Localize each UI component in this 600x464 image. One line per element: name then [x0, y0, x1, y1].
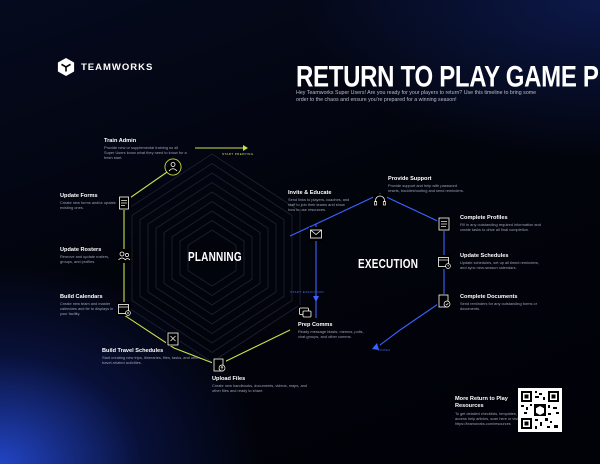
step-desc: Provide new or supplemental training so …	[104, 145, 187, 161]
start-execution-label: START EXECUTION	[290, 290, 324, 294]
roster-icon	[117, 249, 131, 263]
finish-arrow	[372, 343, 379, 350]
step-desc: Send links to players, coaches, and staf…	[288, 197, 350, 213]
step-desc: Remove and update rosters, groups, and p…	[60, 254, 110, 265]
step-complete-profiles: Complete Profiles Fill in any outstandin…	[460, 215, 546, 232]
ring	[187, 229, 237, 287]
step-title: Complete Profiles	[460, 215, 508, 221]
qr-code[interactable]	[518, 388, 562, 432]
more-desc: To get detailed checklists, templates, a…	[455, 412, 525, 427]
execution-arrow	[313, 296, 319, 302]
step-title: Complete Documents	[460, 294, 518, 300]
finish-label: FINISH	[378, 348, 391, 352]
schedule-icon	[437, 255, 451, 269]
travel-icon	[166, 332, 180, 346]
calendar-icon	[117, 302, 131, 316]
more-resources: More Return to Play Resources To get det…	[455, 396, 527, 427]
form-icon	[117, 196, 131, 210]
planning-label: PLANNING	[188, 250, 242, 265]
step-build-calendars: Build Calendars Create new team and mast…	[60, 294, 120, 316]
step-desc: Provide support and help with password r…	[388, 183, 464, 194]
step-invite-educate: Invite & Educate Send links to players, …	[288, 190, 352, 212]
ring	[163, 200, 261, 316]
step-title: Update Rosters	[60, 247, 102, 253]
step-desc: Send reminders for any outstanding forms…	[460, 301, 537, 312]
invite-icon	[309, 227, 323, 241]
step-provide-support: Provide Support Provide support and help…	[388, 176, 464, 193]
page-title: RETURN TO PLAY GAME PLAN	[296, 60, 600, 94]
step-desc: Create new handbooks, documents, videos,…	[212, 383, 307, 394]
start-prep-arrow	[243, 145, 248, 151]
step-desc: Update schedules, set up all timed remin…	[460, 260, 539, 271]
ring	[155, 191, 269, 325]
step-title: Prep Comms	[298, 322, 333, 328]
step-upload-files: Upload Files Create new handbooks, docum…	[212, 376, 312, 393]
step-build-travel-schedules: Build Travel Schedules Start creating ne…	[102, 348, 202, 365]
intro-text: Hey Teamworks Super Users! Are you ready…	[296, 90, 537, 104]
step-title: Update Forms	[60, 193, 98, 199]
step-update-schedules: Update Schedules Update schedules, set u…	[460, 253, 546, 270]
ring	[131, 162, 293, 354]
more-title: More Return to Play Resources	[455, 396, 508, 409]
step-title: Update Schedules	[460, 253, 509, 259]
step-title: Train Admin	[104, 138, 137, 144]
step-desc: Fill in any outstanding required informa…	[460, 222, 541, 233]
execution-label: EXECUTION	[358, 257, 419, 272]
step-complete-documents: Complete Documents Send reminders for an…	[460, 294, 546, 311]
step-title: Upload Files	[212, 376, 246, 382]
step-title: Provide Support	[388, 176, 432, 182]
start-prepping-label: START PREPPING	[222, 152, 254, 156]
upload-icon	[212, 358, 226, 372]
step-update-forms: Update Forms Create new forms and/or upd…	[60, 193, 118, 210]
step-title: Build Travel Schedules	[102, 348, 164, 354]
step-title: Invite & Educate	[288, 190, 332, 196]
step-train-admin: Train Admin Provide new or supplemental …	[104, 138, 188, 160]
brand-name: TEAMWORKS	[81, 61, 154, 73]
support-icon	[373, 194, 387, 208]
document-icon	[437, 294, 451, 308]
step-desc: Create new forms and/or update existing …	[60, 200, 116, 211]
step-desc: Create new team and master calendars and…	[60, 301, 114, 317]
step-desc: Ready message blasts, memos, polls, chat…	[298, 329, 364, 340]
people-icon	[164, 158, 182, 176]
teamworks-logo-icon	[57, 58, 75, 76]
brand-logo: TEAMWORKS	[57, 58, 153, 76]
ring	[139, 172, 285, 344]
ring	[147, 181, 277, 335]
step-desc: Start creating new trips, itineraries, f…	[102, 355, 200, 366]
step-title: Build Calendars	[60, 294, 103, 300]
profile-icon	[437, 217, 451, 231]
ring	[171, 210, 253, 306]
comms-icon	[298, 305, 312, 319]
step-update-rosters: Update Rosters Remove and update rosters…	[60, 247, 118, 264]
ring	[179, 219, 245, 297]
step-prep-comms: Prep Comms Ready message blasts, memos, …	[298, 322, 364, 339]
